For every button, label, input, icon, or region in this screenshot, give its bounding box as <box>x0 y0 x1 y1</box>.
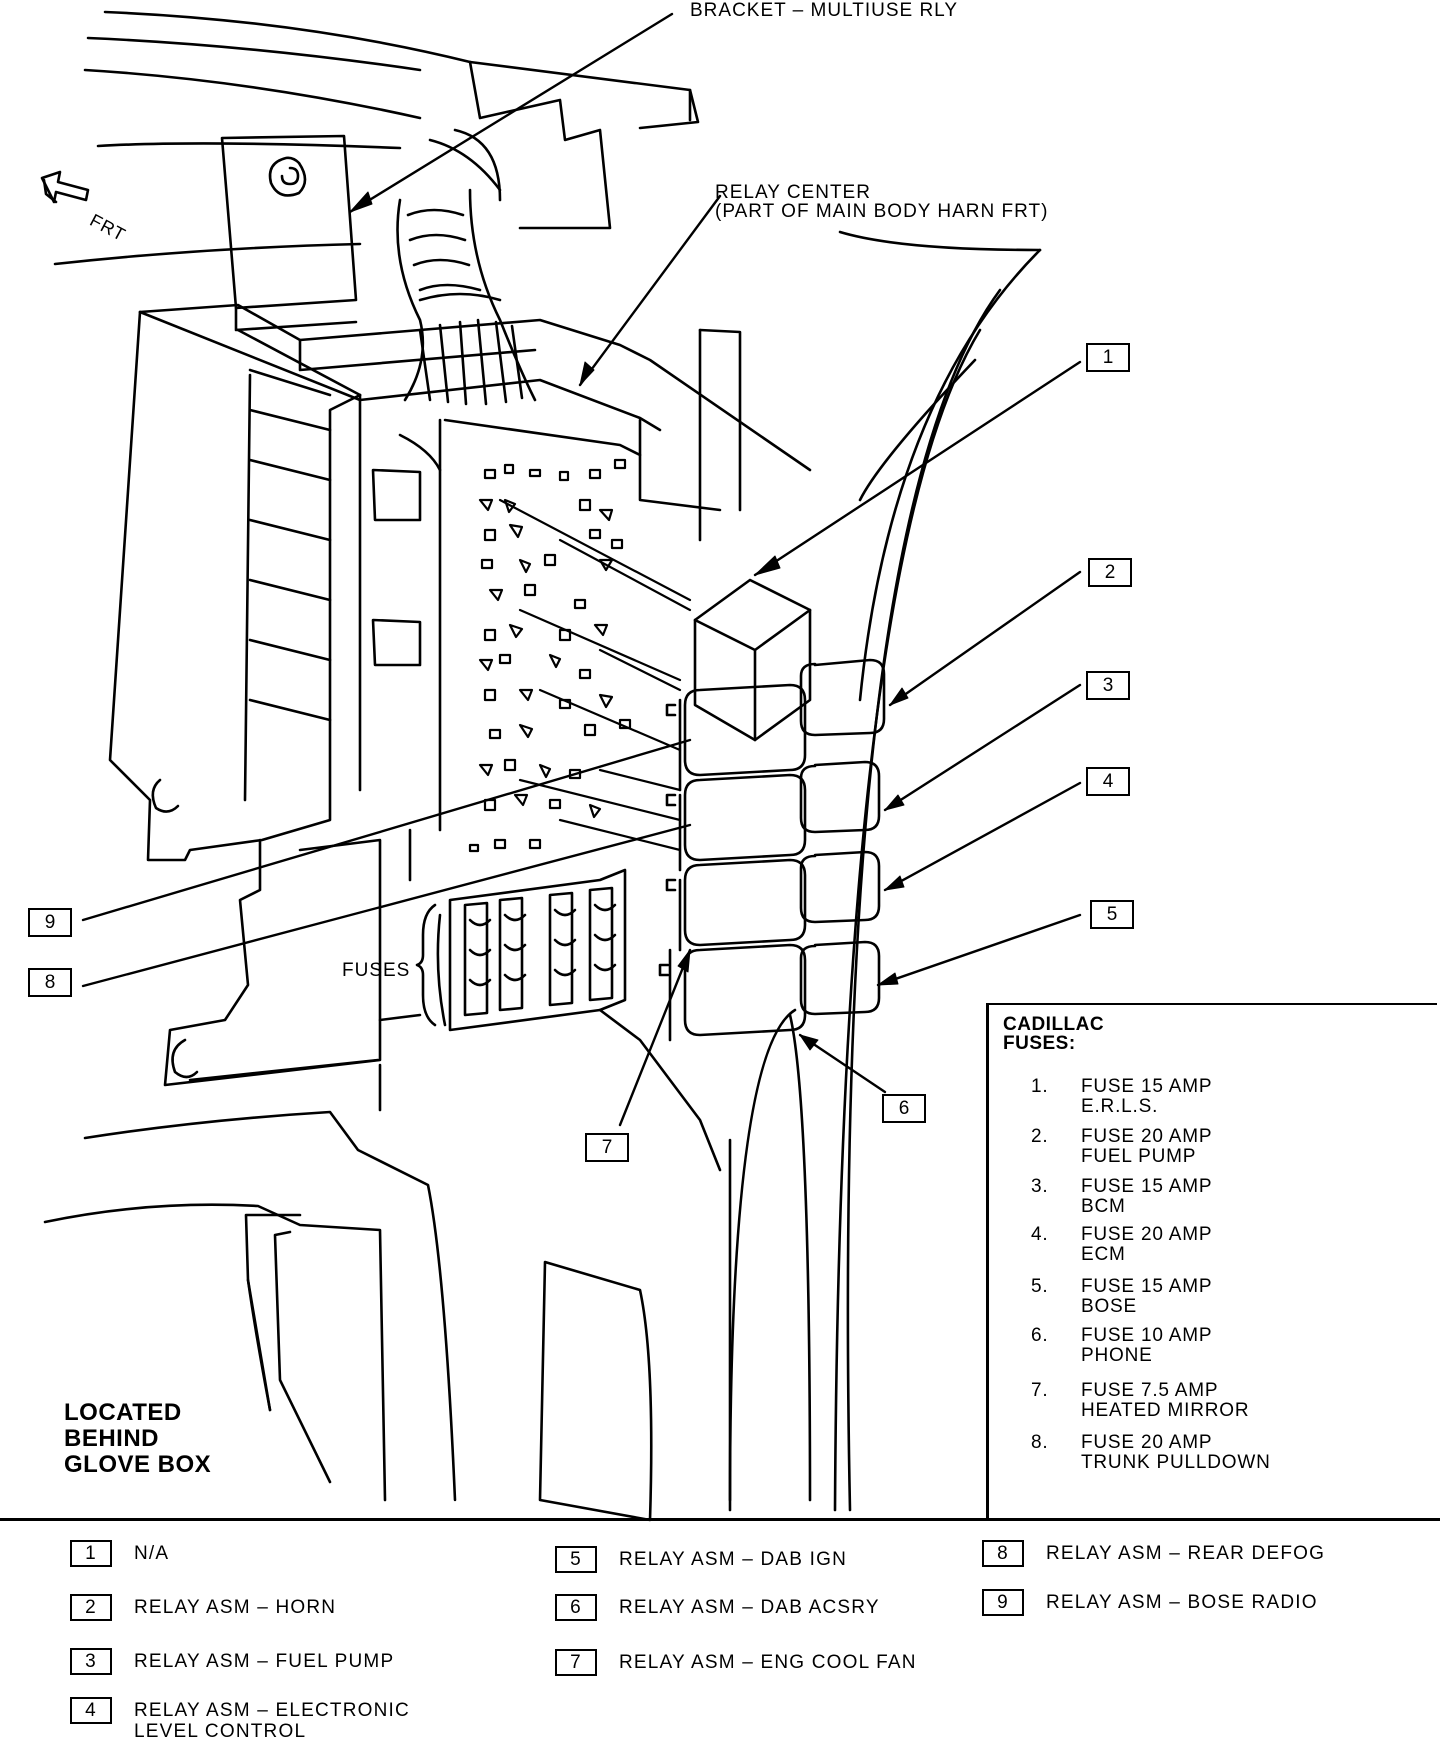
legend-text: RELAY ASM – DAB ACSRY <box>619 1597 880 1618</box>
location-note: LOCATED BEHIND GLOVE BOX <box>64 1400 211 1478</box>
callout-box-5: 5 <box>1090 900 1134 929</box>
arrowheads <box>349 191 909 1051</box>
fuse-circuit: TRUNK PULLDOWN <box>1081 1452 1271 1473</box>
lower-dash-outline <box>43 1063 653 1522</box>
callout-box-9: 9 <box>28 908 72 937</box>
fuse-circuit: ECM <box>1081 1244 1126 1265</box>
fuse-rating: FUSE 20 AMP <box>1081 1126 1213 1147</box>
leader-lines <box>81 12 1082 1127</box>
fuse-rating: FUSE 15 AMP <box>1081 1176 1213 1197</box>
legend-item-2: 2 RELAY ASM – HORN <box>70 1594 336 1621</box>
fuse-rating: FUSE 7.5 AMP <box>1081 1380 1219 1401</box>
fuse-title-line: CADILLAC <box>1003 1014 1105 1035</box>
location-line: LOCATED <box>64 1399 182 1426</box>
legend-number-box: 6 <box>555 1594 597 1621</box>
legend-text: N/A <box>134 1543 170 1564</box>
legend-number-box: 8 <box>982 1540 1024 1567</box>
legend-text: RELAY ASM – DAB IGN <box>619 1549 848 1570</box>
legend-number-box: 2 <box>70 1594 112 1621</box>
fuse-block <box>415 868 722 1172</box>
relay-center-housing <box>108 303 812 1087</box>
fuse-number: 2. <box>1031 1126 1049 1147</box>
legend-text: RELAY ASM – REAR DEFOG <box>1046 1543 1326 1564</box>
callout-box-7: 7 <box>585 1133 629 1162</box>
fuse-circuit: BCM <box>1081 1196 1126 1217</box>
relay-center-label: RELAY CENTER <box>715 182 871 203</box>
legend-item-1: 1 N/A <box>70 1540 169 1567</box>
legend-number-box: 4 <box>70 1697 112 1724</box>
fuse-number: 4. <box>1031 1224 1049 1245</box>
fuse-number: 5. <box>1031 1276 1049 1297</box>
legend-item-5: 5 RELAY ASM – DAB IGN <box>555 1546 847 1573</box>
fuse-number: 1. <box>1031 1076 1049 1097</box>
callout-box-3: 3 <box>1086 671 1130 700</box>
callout-box-1: 1 <box>1086 343 1130 372</box>
legend-text: RELAY ASM – ENG COOL FAN <box>619 1652 917 1673</box>
legend-item-3: 3 RELAY ASM – FUEL PUMP <box>70 1648 394 1675</box>
fuse-title-line: FUSES: <box>1003 1033 1076 1054</box>
bracket-label: BRACKET – MULTIUSE RLY <box>690 0 959 21</box>
relay-center-sublabel: (PART OF MAIN BODY HARN FRT) <box>715 201 1049 222</box>
legend-text: RELAY ASM – FUEL PUMP <box>134 1651 395 1672</box>
callout-box-4: 4 <box>1086 767 1130 796</box>
callout-box-2: 2 <box>1088 558 1132 587</box>
fuse-number: 7. <box>1031 1380 1049 1401</box>
location-line: BEHIND <box>64 1425 160 1452</box>
location-line: GLOVE BOX <box>64 1451 212 1478</box>
fuse-number: 8. <box>1031 1432 1049 1453</box>
legend-text: RELAY ASM – ELECTRONIC <box>134 1700 410 1721</box>
relay-modules <box>658 578 886 1042</box>
dashboard-outline <box>53 10 1042 1512</box>
legend-text: RELAY ASM – HORN <box>134 1597 337 1618</box>
legend-divider <box>0 1518 1440 1521</box>
fuses-label: FUSES <box>342 960 411 981</box>
legend-text-continued: LEVEL CONTROL <box>134 1721 307 1742</box>
legend-number-box: 1 <box>70 1540 112 1567</box>
legend-item-9: 9 RELAY ASM – BOSE RADIO <box>982 1589 1318 1616</box>
legend-item-6: 6 RELAY ASM – DAB ACSRY <box>555 1594 880 1621</box>
fuse-circuit: E.R.L.S. <box>1081 1096 1159 1117</box>
legend-item-8: 8 RELAY ASM – REAR DEFOG <box>982 1540 1325 1567</box>
fuse-rating: FUSE 15 AMP <box>1081 1076 1213 1097</box>
legend-number-box: 9 <box>982 1589 1024 1616</box>
fuse-number: 3. <box>1031 1176 1049 1197</box>
fuse-rating: FUSE 10 AMP <box>1081 1325 1213 1346</box>
fuse-circuit: HEATED MIRROR <box>1081 1400 1250 1421</box>
multiuse-relay-bracket <box>220 134 358 332</box>
front-arrow-icon <box>40 170 90 204</box>
fuse-number: 6. <box>1031 1325 1049 1346</box>
fuse-circuit: FUEL PUMP <box>1081 1146 1197 1167</box>
fuse-rating: FUSE 20 AMP <box>1081 1432 1213 1453</box>
fuse-circuit: PHONE <box>1081 1345 1153 1366</box>
fuse-circuit: BOSE <box>1081 1296 1137 1317</box>
legend-number-box: 3 <box>70 1648 112 1675</box>
fuse-rating: FUSE 15 AMP <box>1081 1276 1213 1297</box>
legend-text: RELAY ASM – BOSE RADIO <box>1046 1592 1318 1613</box>
legend-item-7: 7 RELAY ASM – ENG COOL FAN <box>555 1649 917 1676</box>
fuse-list-title: CADILLAC FUSES: <box>1003 1015 1104 1053</box>
legend-number-box: 7 <box>555 1649 597 1676</box>
legend-number-box: 5 <box>555 1546 597 1573</box>
callout-box-6: 6 <box>882 1094 926 1123</box>
wire-harness <box>396 128 537 406</box>
fuse-rating: FUSE 20 AMP <box>1081 1224 1213 1245</box>
terminal-cavities <box>468 458 692 853</box>
callout-box-8: 8 <box>28 968 72 997</box>
